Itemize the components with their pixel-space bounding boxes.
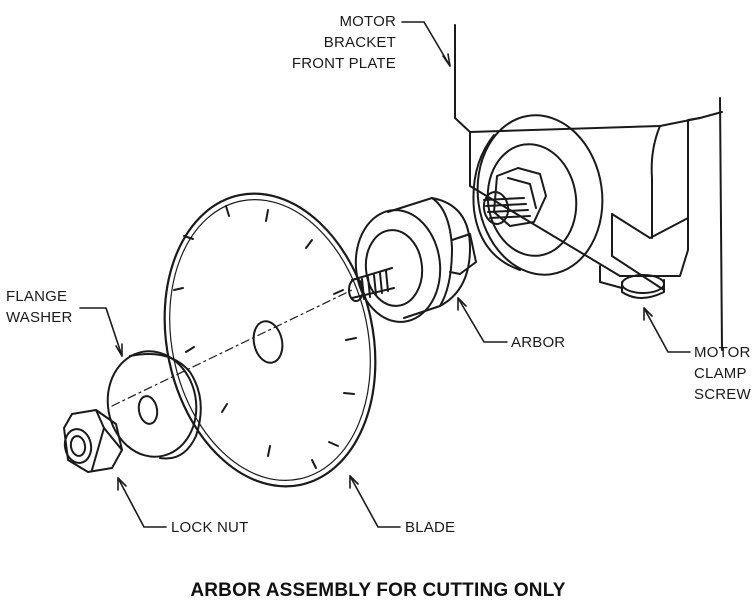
label-line: ARBOR [511, 334, 566, 351]
label-motor-clamp-screw: MOTOR CLAMP SCREW [694, 342, 751, 405]
flange-washer-part [106, 350, 202, 460]
leader-lines [79, 21, 691, 528]
label-line: MOTOR [694, 344, 751, 361]
label-line: BRACKET [323, 34, 396, 51]
label-line: CLAMP [694, 365, 747, 382]
label-line: WASHER [6, 309, 73, 326]
label-line: FRONT PLATE [291, 55, 396, 72]
diagram-caption: ARBOR ASSEMBLY FOR CUTTING ONLY [190, 580, 566, 601]
label-lock-nut: LOCK NUT [171, 517, 248, 538]
label-line: BLADE [405, 519, 456, 536]
label-line: MOTOR [339, 13, 396, 30]
motor-clamp-screw-part [621, 274, 665, 299]
blade-part [163, 192, 377, 488]
lock-nut-part [63, 409, 123, 473]
label-motor-bracket-front-plate: MOTOR BRACKET FRONT PLATE [292, 11, 396, 74]
label-line: SCREW [694, 386, 751, 403]
motor-face-plate [472, 114, 604, 276]
label-line: LOCK NUT [171, 519, 249, 536]
label-flange-washer: FLANGE WASHER [6, 286, 72, 328]
label-arbor: ARBOR [511, 332, 565, 353]
label-blade: BLADE [405, 517, 455, 538]
label-line: FLANGE [6, 288, 68, 305]
assembly-centerline [111, 289, 353, 407]
